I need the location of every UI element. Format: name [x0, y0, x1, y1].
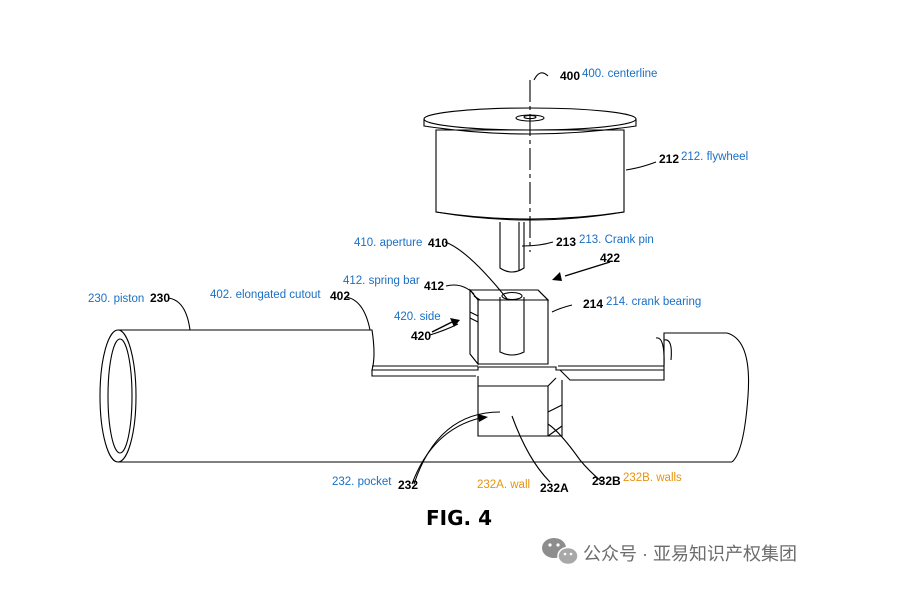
ref-212: 212: [659, 152, 679, 166]
crank-pin: [499, 222, 525, 273]
label-crank-bearing: 214. crank bearing: [606, 296, 701, 308]
ref-400: 400: [560, 69, 580, 83]
piston: [99, 329, 750, 463]
ref-422: 422: [600, 251, 620, 265]
watermark: 公众号 · 亚易知识产权集团: [542, 538, 797, 566]
leader-lines: [167, 72, 657, 485]
ref-232: 232: [398, 478, 418, 492]
wechat-icon: [542, 538, 579, 566]
ref-412: 412: [424, 279, 444, 293]
label-crank-pin: 213. Crank pin: [579, 234, 654, 246]
ref-410: 410: [428, 236, 448, 250]
label-flywheel: 212. flywheel: [681, 151, 748, 163]
ref-214: 214: [583, 297, 603, 311]
ref-420: 420: [411, 329, 431, 343]
arrow-head-icon: [552, 272, 562, 281]
label-elongated-cutout: 402. elongated cutout: [210, 289, 321, 301]
label-piston: 230. piston: [88, 293, 144, 305]
watermark-text: 公众号 · 亚易知识产权集团: [583, 544, 797, 564]
label-spring-bar: 412. spring bar: [343, 275, 420, 287]
ref-230: 230: [150, 291, 170, 305]
label-aperture: 410. aperture: [354, 237, 422, 249]
arrow-head-icon: [450, 318, 460, 327]
label-centerline: 400. centerline: [582, 68, 657, 80]
ref-232a: 232A: [540, 481, 569, 495]
label-walls-b: 232B. walls: [623, 472, 682, 484]
label-pocket: 232. pocket: [332, 476, 392, 488]
ref-232b: 232B: [592, 474, 621, 488]
arrow-head-icon: [478, 414, 488, 422]
label-wall-a: 232A. wall: [477, 479, 530, 491]
crank-bearing: [468, 288, 550, 366]
ref-402: 402: [330, 289, 350, 303]
arrows: [411, 261, 611, 485]
label-side: 420. side: [394, 311, 441, 323]
ref-213: 213: [556, 235, 576, 249]
figure-title: FIG. 4: [426, 506, 492, 530]
